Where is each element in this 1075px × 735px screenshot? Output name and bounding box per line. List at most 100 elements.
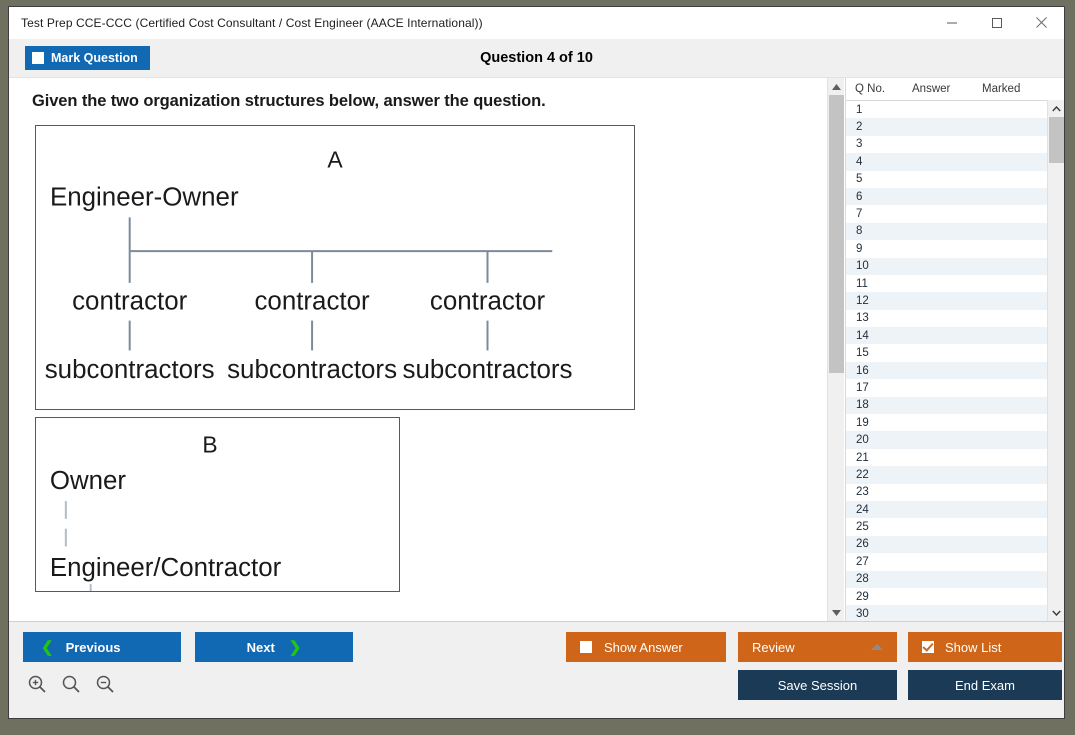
question-list-row[interactable]: 28 <box>846 570 1047 588</box>
mark-question-checkbox-icon[interactable] <box>32 52 44 64</box>
previous-button-label: Previous <box>65 639 121 655</box>
question-list-row[interactable]: 24 <box>846 500 1047 519</box>
question-list-row[interactable]: 1 <box>846 101 1047 118</box>
minimize-icon[interactable] <box>929 7 974 38</box>
question-row-number: 19 <box>856 416 869 429</box>
scroll-down-icon[interactable] <box>828 604 844 621</box>
question-pane-scroll-thumb[interactable] <box>829 95 844 373</box>
save-session-button[interactable]: Save Session <box>738 670 897 700</box>
zoom-in-icon[interactable] <box>27 674 47 699</box>
question-row-number: 3 <box>856 138 863 151</box>
question-row-number: 26 <box>856 538 869 551</box>
question-row-number: 18 <box>856 399 869 412</box>
question-row-number: 17 <box>856 381 869 394</box>
question-list-row[interactable]: 13 <box>846 310 1047 327</box>
question-list-row[interactable]: 5 <box>846 171 1047 188</box>
question-row-number: 29 <box>856 590 869 603</box>
diagram-a-contractor-0: contractor <box>72 288 188 316</box>
show-list-button[interactable]: Show List <box>908 632 1062 662</box>
question-row-number: 4 <box>856 155 863 168</box>
question-list-row[interactable]: 8 <box>846 222 1047 241</box>
question-row-number: 24 <box>856 503 869 516</box>
question-list-row[interactable]: 26 <box>846 535 1047 554</box>
chevron-up-icon <box>871 644 883 650</box>
question-list-row[interactable]: 22 <box>846 466 1047 484</box>
close-icon[interactable] <box>1019 7 1064 38</box>
question-list-row[interactable]: 11 <box>846 275 1047 292</box>
list-scroll-up-icon[interactable] <box>1048 100 1064 117</box>
window-frame: Test Prep CCE-CCC (Certified Cost Consul… <box>8 6 1065 719</box>
previous-button[interactable]: ❮ Previous <box>23 632 181 662</box>
diagram-b-node-1: Engineer/Contractor <box>50 554 282 582</box>
question-list-scroll-thumb[interactable] <box>1049 117 1064 163</box>
question-list-row[interactable]: 15 <box>846 344 1047 361</box>
question-list-row[interactable]: 3 <box>846 136 1047 153</box>
question-content: Given the two organization structures be… <box>9 78 844 592</box>
question-list-row[interactable]: 10 <box>846 257 1047 275</box>
question-row-number: 23 <box>856 486 869 499</box>
org-diagram-b-svg: B Owner Engineer/Contractor <box>50 432 282 591</box>
question-list-row[interactable]: 17 <box>846 379 1047 396</box>
question-list-row[interactable]: 2 <box>846 118 1047 136</box>
question-list-header: Q No. Answer Marked <box>846 78 1064 101</box>
zoom-controls <box>27 674 115 699</box>
end-exam-label: End Exam <box>955 677 1015 693</box>
question-row-number: 13 <box>856 312 869 325</box>
question-list-row[interactable]: 29 <box>846 588 1047 605</box>
maximize-icon[interactable] <box>974 7 1019 38</box>
diagram-a-root-label: Engineer-Owner <box>50 183 239 211</box>
zoom-out-icon[interactable] <box>95 674 115 699</box>
chevron-left-icon: ❮ <box>41 638 54 656</box>
next-button[interactable]: Next ❯ <box>195 632 353 662</box>
question-list-row[interactable]: 25 <box>846 518 1047 535</box>
question-list-row[interactable]: 12 <box>846 292 1047 310</box>
question-list-row[interactable]: 27 <box>846 553 1047 570</box>
question-pane-scrollbar[interactable] <box>827 78 844 621</box>
question-row-number: 9 <box>856 242 863 255</box>
question-list-row[interactable]: 9 <box>846 240 1047 257</box>
body-split: Given the two organization structures be… <box>9 78 1064 621</box>
list-scroll-down-icon[interactable] <box>1048 604 1064 621</box>
save-session-label: Save Session <box>777 677 858 693</box>
question-row-number: 8 <box>856 225 863 238</box>
diagram-a-title: A <box>327 147 343 173</box>
show-answer-checkbox-icon[interactable] <box>580 641 592 653</box>
question-list-scrollbar[interactable] <box>1047 100 1064 621</box>
question-list-row[interactable]: 4 <box>846 153 1047 171</box>
show-list-label: Show List <box>945 639 1002 655</box>
scroll-up-icon[interactable] <box>828 78 844 95</box>
question-list-row[interactable]: 23 <box>846 484 1047 501</box>
show-answer-button[interactable]: Show Answer <box>566 632 726 662</box>
question-list-row[interactable]: 21 <box>846 449 1047 466</box>
mark-question-label: Mark Question <box>51 51 138 65</box>
window-title: Test Prep CCE-CCC (Certified Cost Consul… <box>21 15 483 30</box>
column-header-qno: Q No. <box>855 83 886 95</box>
diagram-b-node-0: Owner <box>50 467 127 495</box>
diagram-a-contractor-1: contractor <box>254 288 370 316</box>
question-list-row[interactable]: 7 <box>846 205 1047 222</box>
question-row-number: 12 <box>856 294 869 307</box>
question-row-number: 14 <box>856 329 869 342</box>
question-list-row[interactable]: 18 <box>846 396 1047 415</box>
question-list-row[interactable]: 16 <box>846 361 1047 380</box>
show-list-checkbox-icon[interactable] <box>922 641 934 653</box>
question-row-number: 6 <box>856 190 863 203</box>
zoom-reset-icon[interactable] <box>61 674 81 699</box>
question-list-row[interactable]: 20 <box>846 431 1047 449</box>
diagram-a-subcontractor-0: subcontractors <box>45 356 215 384</box>
end-exam-button[interactable]: End Exam <box>908 670 1062 700</box>
next-button-label: Next <box>246 639 275 655</box>
question-row-number: 15 <box>856 347 869 360</box>
column-header-answer: Answer <box>912 83 951 95</box>
diagram-b-title: B <box>202 432 217 458</box>
question-list-row[interactable]: 19 <box>846 414 1047 431</box>
mark-question-button[interactable]: Mark Question <box>25 46 150 70</box>
question-list-row[interactable]: 6 <box>846 187 1047 206</box>
question-list-row[interactable]: 14 <box>846 327 1047 345</box>
question-list-row[interactable]: 30 <box>846 605 1047 621</box>
review-dropdown[interactable]: Review <box>738 632 897 662</box>
diagram-a-subcontractor-1: subcontractors <box>227 356 397 384</box>
org-diagram-b: B Owner Engineer/Contractor <box>35 417 400 592</box>
